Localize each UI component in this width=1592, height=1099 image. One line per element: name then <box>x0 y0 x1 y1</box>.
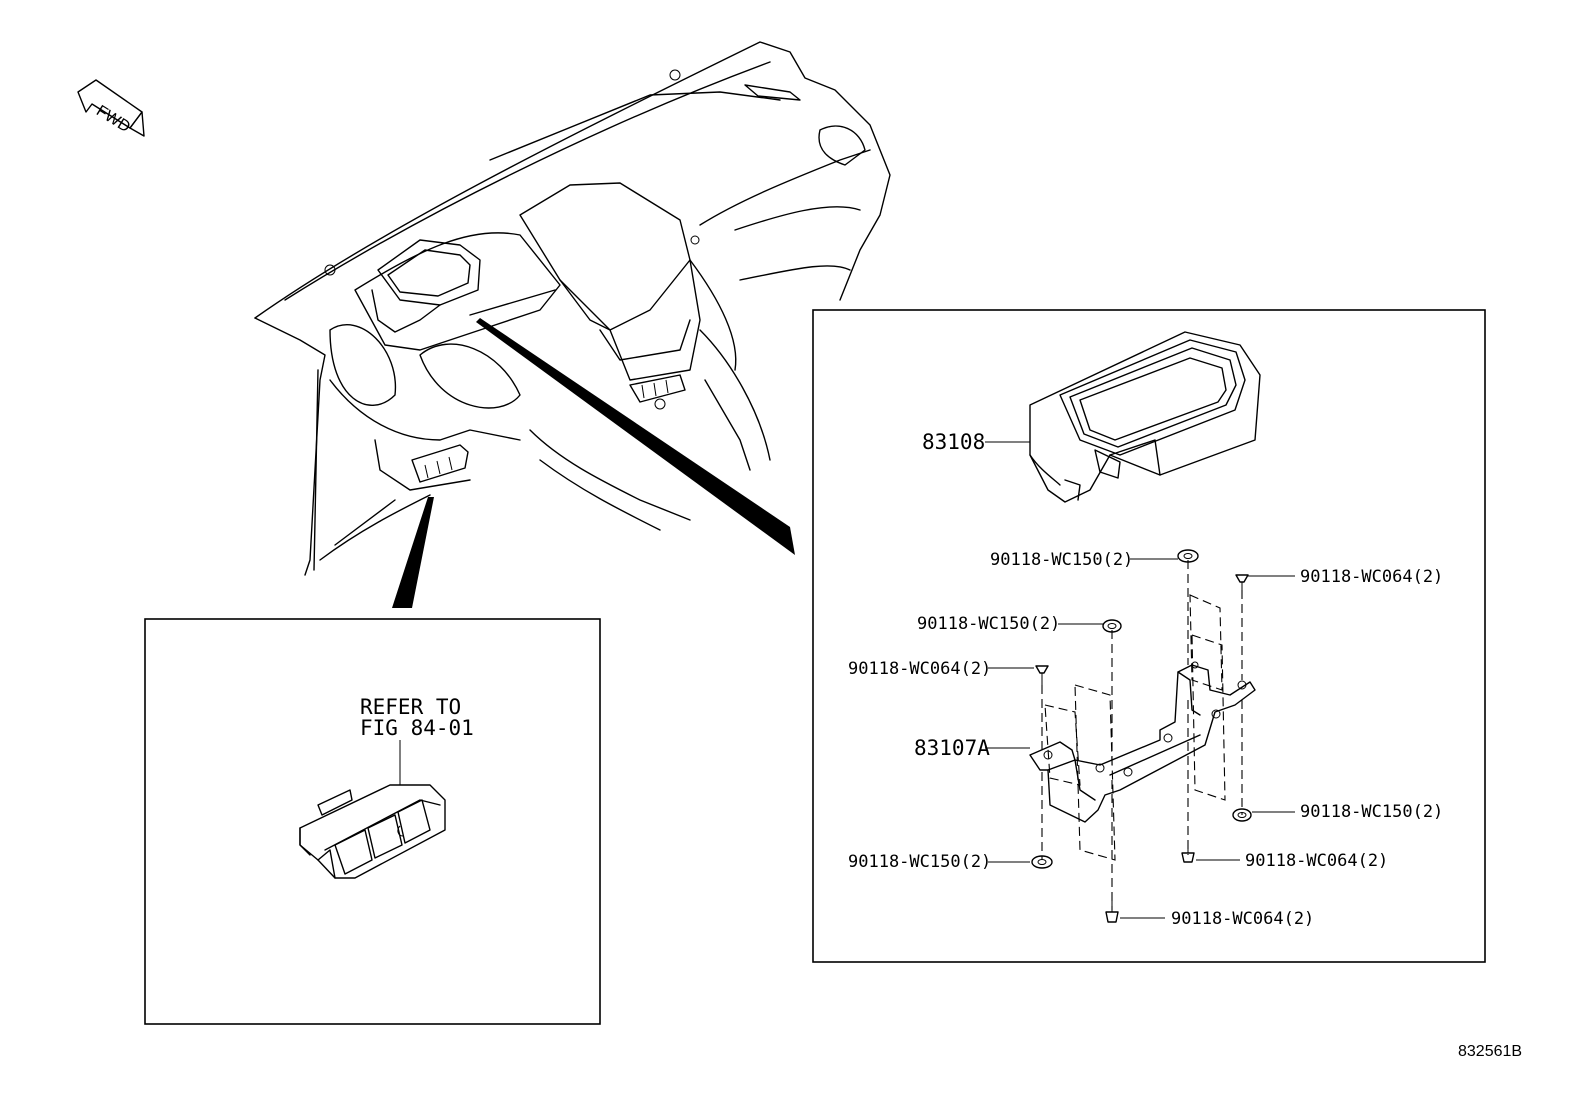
fwd-label: FWD <box>93 102 133 136</box>
fwd-arrow-icon: FWD <box>77 79 145 137</box>
part-label-83108: 83108 <box>922 430 985 454</box>
part-label-screw-left: 90118-WC064(2) <box>848 659 991 679</box>
inset-box-switch <box>144 618 601 1025</box>
refer-to-line1: REFER TO <box>360 695 461 719</box>
fastener-icons <box>1031 549 1252 923</box>
part-label-screw-bottom-right: 90118-WC064(2) <box>1245 851 1388 871</box>
part-label-nut-bottom-left: 90118-WC150(2) <box>848 852 991 872</box>
part-label-nut-right: 90118-WC150(2) <box>1300 802 1443 822</box>
assembly-dash-lines <box>1041 560 1243 910</box>
part-label-nut-top: 90118-WC150(2) <box>990 550 1133 570</box>
display-unit-drawing <box>1029 331 1261 503</box>
part-label-screw-top-right: 90118-WC064(2) <box>1300 567 1443 587</box>
callout-wedge-switch <box>392 497 434 608</box>
part-label-83107a: 83107A <box>914 736 990 760</box>
instrument-panel-drawing <box>254 41 891 576</box>
callout-wedge-display <box>476 318 795 555</box>
refer-to-line2: FIG 84-01 <box>360 716 474 740</box>
switch-assembly-drawing <box>299 784 446 879</box>
bracket-drawing <box>1029 661 1256 823</box>
inset-box-display <box>812 309 1486 963</box>
figure-id: 832561B <box>1458 1043 1522 1060</box>
part-label-screw-bottom: 90118-WC064(2) <box>1171 909 1314 929</box>
part-label-nut-upper-mid: 90118-WC150(2) <box>917 614 1060 634</box>
